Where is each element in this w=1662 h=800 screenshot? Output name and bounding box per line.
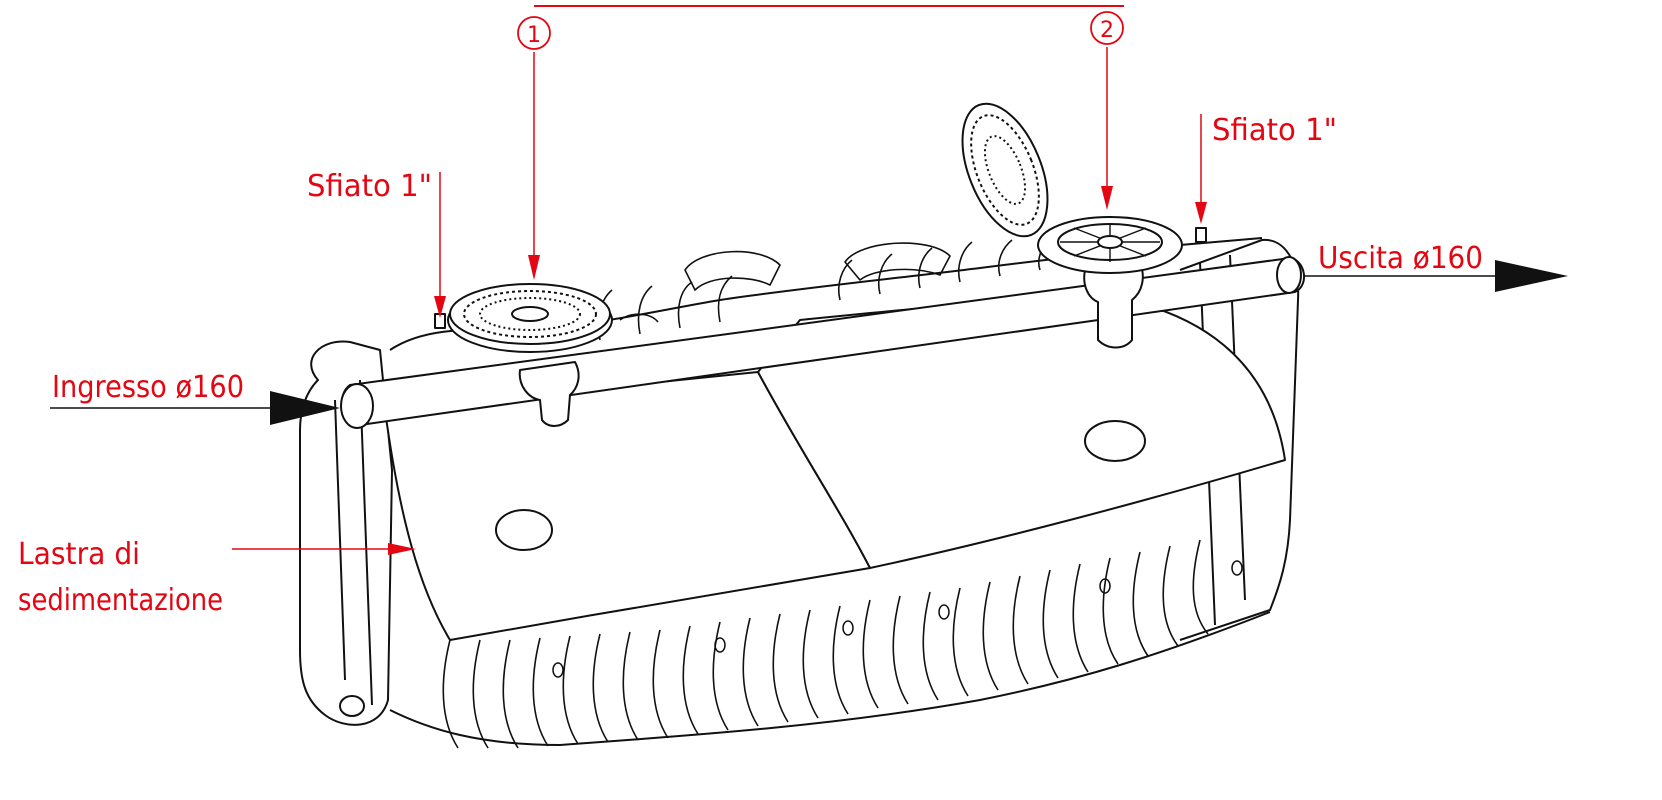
tank-top-bosses bbox=[619, 242, 951, 323]
arrow-outlet bbox=[1495, 260, 1568, 292]
tank-ribs bbox=[442, 237, 1209, 749]
callout-circle-2 bbox=[1090, 11, 1124, 45]
inlet-tee bbox=[518, 361, 580, 427]
tank-left-end-inner bbox=[334, 379, 373, 706]
label-plate-line1: Lastra di bbox=[18, 537, 140, 572]
label-vent-right: Sfiato 1" bbox=[1212, 113, 1337, 148]
sedimentation-plate-hole-right bbox=[1084, 420, 1146, 462]
outlet-pipe-mouth bbox=[1276, 256, 1302, 294]
tank-drawing bbox=[299, 102, 1305, 749]
arrowhead-plate bbox=[388, 543, 416, 555]
inlet-pipe-mouth bbox=[340, 383, 374, 429]
label-plate-line2: sedimentazione bbox=[18, 583, 223, 618]
label-outlet: Uscita ø160 bbox=[1318, 241, 1483, 276]
arrow-inlet bbox=[270, 391, 340, 425]
annotations: 1 2 Sfiato 1" Sfiato 1" Ingresso ø160 Us… bbox=[18, 5, 1568, 618]
arrowhead-vent-right bbox=[1195, 202, 1207, 224]
callout-arrowhead-1 bbox=[528, 255, 540, 280]
tank-side-holes bbox=[552, 560, 1243, 678]
sedimentation-plate-hole-left bbox=[495, 509, 553, 551]
tank-left-drain-hole bbox=[339, 695, 365, 717]
manhole-cover-1 bbox=[447, 283, 613, 353]
tank-right-end-frame bbox=[1179, 238, 1300, 641]
arrowhead-vent-left bbox=[434, 296, 446, 318]
tank-left-end-frame bbox=[299, 340, 393, 726]
vent-right-fitting bbox=[1195, 227, 1207, 243]
tank-bottom-outline bbox=[389, 611, 1271, 746]
callout-circle-1 bbox=[517, 16, 551, 50]
callout-arrowhead-2 bbox=[1101, 186, 1113, 210]
label-inlet: Ingresso ø160 bbox=[52, 370, 244, 405]
manhole-lid-2 bbox=[961, 102, 1049, 238]
label-vent-left: Sfiato 1" bbox=[307, 169, 432, 204]
callout-number-2: 2 bbox=[1100, 18, 1114, 43]
manhole-2-open bbox=[961, 102, 1183, 274]
outlet-tee bbox=[1083, 261, 1144, 349]
callout-number-1: 1 bbox=[527, 23, 541, 48]
